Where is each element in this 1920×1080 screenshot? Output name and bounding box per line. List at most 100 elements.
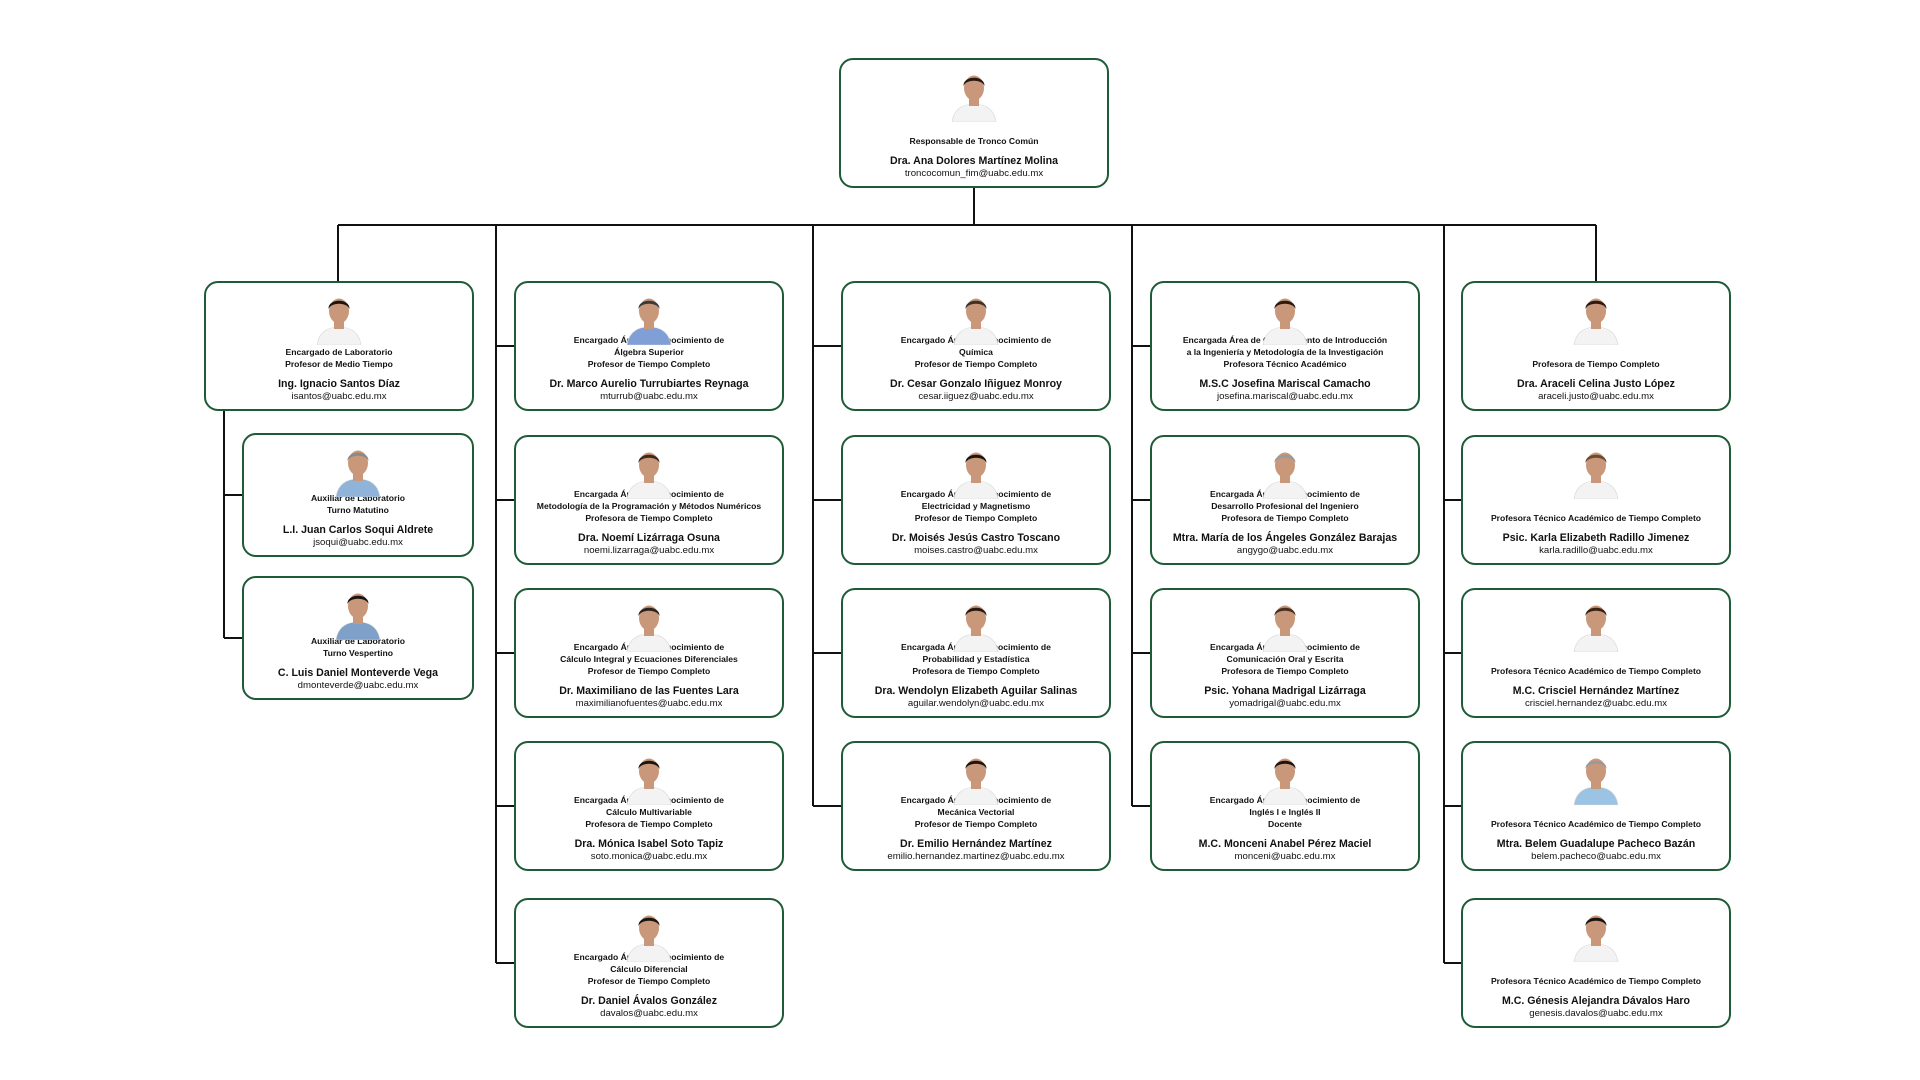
person-card: Encargado Área de Conocimiento deElectri… xyxy=(841,435,1111,565)
person-email[interactable]: angygo@uabc.edu.mx xyxy=(1236,545,1334,556)
person-name: M.C. Génesis Alejandra Dávalos Haro xyxy=(1501,995,1690,1007)
person-name: M.C. Monceni Anabel Pérez Maciel xyxy=(1198,838,1372,850)
person-card: Encargada Área de Conocimiento deCálculo… xyxy=(514,741,784,871)
person-card: Encargada Área de Conocimiento deProbabi… xyxy=(841,588,1111,718)
person-email[interactable]: moises.castro@uabc.edu.mx xyxy=(914,545,1038,556)
person-email[interactable]: karla.radillo@uabc.edu.mx xyxy=(1539,545,1653,556)
person-name: M.C. Crisciel Hernández Martínez xyxy=(1512,685,1680,697)
role-block: Profesora Técnico Académico de Tiempo Co… xyxy=(1491,665,1701,677)
role-text: Álgebra Superior xyxy=(614,347,684,357)
person-name: Dra. Wendolyn Elizabeth Aguilar Salinas xyxy=(874,685,1078,697)
role-text: Profesora de Tiempo Completo xyxy=(585,513,713,523)
role-text: Responsable de Tronco Común xyxy=(909,136,1039,146)
person-card: Profesora Técnico Académico de Tiempo Co… xyxy=(1461,435,1731,565)
person-card: Encargado Área de Conocimiento deÁlgebra… xyxy=(514,281,784,411)
person-email[interactable]: belem.pacheco@uabc.edu.mx xyxy=(1531,851,1661,862)
person-photo-icon xyxy=(951,75,997,122)
person-email[interactable]: troncocomun_fim@uabc.edu.mx xyxy=(904,168,1044,179)
person-email[interactable]: araceli.justo@uabc.edu.mx xyxy=(1538,391,1654,402)
role-text: Profesor de Tiempo Completo xyxy=(587,976,711,986)
person-card: Encargada Área de Conocimiento deDesarro… xyxy=(1150,435,1420,565)
role-text: Probabilidad y Estadística xyxy=(922,654,1030,664)
person-email[interactable]: emilio.hernandez.martinez@uabc.edu.mx xyxy=(887,851,1065,862)
person-name: Psic. Karla Elizabeth Radillo Jimenez xyxy=(1502,532,1690,544)
person-card: Encargada Área de Conocimiento deMetodol… xyxy=(514,435,784,565)
person-name: Dra. Araceli Celina Justo López xyxy=(1517,378,1675,390)
person-card: Encargado Área de Conocimiento deCálculo… xyxy=(514,898,784,1028)
person-photo-icon xyxy=(1573,452,1619,499)
person-name: Dra. Mónica Isabel Soto Tapiz xyxy=(574,838,724,850)
role-text: Profesor de Tiempo Completo xyxy=(914,513,1038,523)
person-email[interactable]: davalos@uabc.edu.mx xyxy=(600,1008,698,1019)
role-text: Profesor de Tiempo Completo xyxy=(587,359,711,369)
person-email[interactable]: jsoqui@uabc.edu.mx xyxy=(313,537,403,548)
person-email[interactable]: maximilianofuentes@uabc.edu.mx xyxy=(575,698,723,709)
person-email[interactable]: aguilar.wendolyn@uabc.edu.mx xyxy=(907,698,1045,709)
role-text: Profesora de Tiempo Completo xyxy=(1221,513,1349,523)
person-photo-icon xyxy=(953,758,999,805)
person-name: Dr. Moisés Jesús Castro Toscano xyxy=(891,532,1061,544)
person-photo-icon xyxy=(1262,452,1308,499)
person-name: Dra. Ana Dolores Martínez Molina xyxy=(890,155,1058,167)
role-text: Profesora Técnico Académico de Tiempo Co… xyxy=(1490,819,1702,829)
person-email[interactable]: noemi.lizarraga@uabc.edu.mx xyxy=(583,545,715,556)
person-photo-icon xyxy=(626,298,672,345)
person-photo-icon xyxy=(953,452,999,499)
person-email[interactable]: monceni@uabc.edu.mx xyxy=(1234,851,1336,862)
role-text: Cálculo Integral y Ecuaciones Diferencia… xyxy=(560,654,738,664)
role-text: Química xyxy=(959,347,993,357)
role-text: Profesora de Tiempo Completo xyxy=(585,819,713,829)
role-text: Profesora de Tiempo Completo xyxy=(912,666,1040,676)
person-photo-icon xyxy=(953,605,999,652)
person-card: Encargado Área de Conocimiento deCálculo… xyxy=(514,588,784,718)
person-email[interactable]: josefina.mariscal@uabc.edu.mx xyxy=(1216,391,1354,402)
role-text: Cálculo Diferencial xyxy=(610,964,688,974)
role-text: Metodología de la Programación y Métodos… xyxy=(536,501,762,511)
person-card: Encargado Área de Conocimiento deInglés … xyxy=(1150,741,1420,871)
person-card: Profesora Técnico Académico de Tiempo Co… xyxy=(1461,588,1731,718)
role-text: Cálculo Multivariable xyxy=(606,807,692,817)
role-text: Turno Matutino xyxy=(327,505,389,515)
role-text: Electricidad y Magnetismo xyxy=(921,501,1031,511)
person-name: Mtra. Belem Guadalupe Pacheco Bazán xyxy=(1496,838,1696,850)
person-email[interactable]: soto.monica@uabc.edu.mx xyxy=(590,851,708,862)
person-email[interactable]: genesis.davalos@uabc.edu.mx xyxy=(1529,1008,1663,1019)
person-name: C. Luis Daniel Monteverde Vega xyxy=(277,667,439,679)
person-email[interactable]: yomadrigal@uabc.edu.mx xyxy=(1229,698,1341,709)
role-text: Profesor de Tiempo Completo xyxy=(587,666,711,676)
person-photo-icon xyxy=(626,915,672,962)
person-photo-icon xyxy=(335,593,381,640)
person-card: Profesora Técnico Académico de Tiempo Co… xyxy=(1461,741,1731,871)
person-name: Dr. Daniel Ávalos González xyxy=(581,995,717,1007)
role-text: Auxiliar de Laboratorio xyxy=(310,636,406,646)
person-name: Dr. Maximiliano de las Fuentes Lara xyxy=(559,685,739,697)
role-text: Auxiliar de Laboratorio xyxy=(310,493,406,503)
role-text: Profesora de Tiempo Completo xyxy=(1221,666,1349,676)
role-block: Profesora Técnico Académico de Tiempo Co… xyxy=(1491,512,1701,524)
role-text: Profesora Técnico Académico de Tiempo Co… xyxy=(1490,513,1702,523)
person-name: Dra. Noemí Lizárraga Osuna xyxy=(578,532,720,544)
person-email[interactable]: cesar.iiguez@uabc.edu.mx xyxy=(918,391,1034,402)
person-name: Dr. Cesar Gonzalo Iñiguez Monroy xyxy=(890,378,1062,390)
person-photo-icon xyxy=(1262,758,1308,805)
person-email[interactable]: mturrub@uabc.edu.mx xyxy=(600,391,698,402)
person-email[interactable]: crisciel.hernandez@uabc.edu.mx xyxy=(1525,698,1667,709)
person-name: Ing. Ignacio Santos Díaz xyxy=(278,378,400,390)
person-email[interactable]: isantos@uabc.edu.mx xyxy=(291,391,387,402)
role-text: Mecánica Vectorial xyxy=(937,807,1015,817)
role-text: Profesora Técnico Académico de Tiempo Co… xyxy=(1490,666,1702,676)
person-photo-icon xyxy=(316,298,362,345)
person-photo-icon xyxy=(1573,758,1619,805)
person-card: Profesora Técnico Académico de Tiempo Co… xyxy=(1461,898,1731,1028)
person-photo-icon xyxy=(1573,605,1619,652)
person-name: Psic. Yohana Madrigal Lizárraga xyxy=(1204,685,1366,697)
role-text: Profesor de Medio Tiempo xyxy=(285,359,393,369)
role-text: Encargado de Laboratorio xyxy=(285,347,393,357)
person-email[interactable]: dmonteverde@uabc.edu.mx xyxy=(297,680,419,691)
role-text: Turno Vespertino xyxy=(322,648,393,658)
